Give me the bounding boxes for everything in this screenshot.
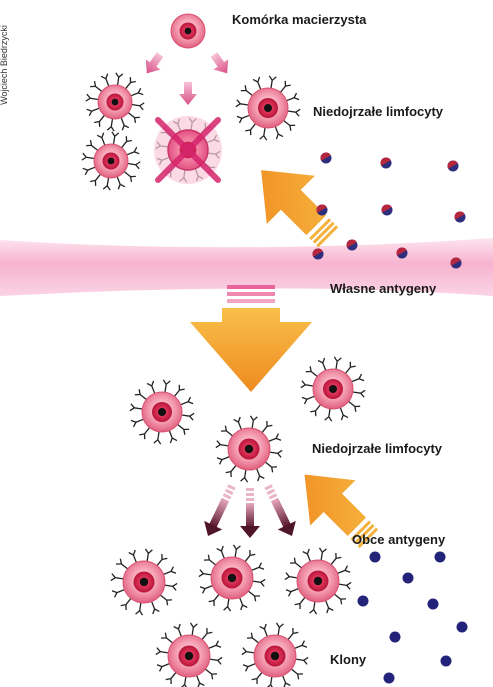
label-immature-lymphocytes-bottom: Niedojrzałe limfocyty xyxy=(312,441,442,456)
immature-lymphocyte-selected xyxy=(216,416,282,482)
own-antigen xyxy=(318,150,331,163)
selection-arrow xyxy=(190,285,312,392)
stem-cell xyxy=(171,14,205,48)
foreign-antigen xyxy=(390,632,401,643)
differentiation-arrow xyxy=(139,49,167,78)
own-antigen xyxy=(452,209,465,222)
foreign-antigen xyxy=(428,599,439,610)
foreign-antigen xyxy=(384,673,395,684)
immature-lymphocyte xyxy=(236,76,300,140)
foreign-antigen xyxy=(358,596,369,607)
own-antigen xyxy=(379,202,392,215)
clonal-expansion-arrow xyxy=(259,482,301,541)
foreign-antigen xyxy=(441,656,452,667)
immature-lymphocyte xyxy=(130,380,194,444)
label-clones: Klony xyxy=(330,652,366,667)
author-credit: Wojciech Biedrzycki xyxy=(0,25,9,105)
foreign-antigen xyxy=(435,552,446,563)
label-own-antigens: Własne antygeny xyxy=(330,281,436,296)
own-antigen-arrow xyxy=(237,146,352,261)
clone-cell xyxy=(285,548,351,614)
clone-cell xyxy=(242,623,308,687)
eliminated-self-reactive-lymphocyte xyxy=(154,116,222,184)
own-antigen xyxy=(445,158,458,171)
differentiation-arrow xyxy=(207,49,235,78)
differentiation-arrow xyxy=(179,82,197,105)
clone-cell xyxy=(156,623,222,687)
label-immature-lymphocytes-top: Niedojrzałe limfocyty xyxy=(313,104,443,119)
immature-lymphocyte xyxy=(86,73,144,131)
clonal-expansion-arrow xyxy=(199,482,241,541)
clone-cell xyxy=(111,549,177,615)
label-stem-cell: Komórka macierzysta xyxy=(232,12,366,27)
foreign-antigen xyxy=(370,552,381,563)
clonal-expansion-arrow xyxy=(240,488,260,538)
clone-cell xyxy=(199,545,265,611)
immature-lymphocyte xyxy=(301,357,365,421)
foreign-antigen xyxy=(457,622,468,633)
foreign-antigen xyxy=(403,573,414,584)
own-antigen xyxy=(378,155,391,168)
immature-lymphocyte xyxy=(82,132,140,190)
label-foreign-antigens: Obce antygeny xyxy=(352,532,445,547)
